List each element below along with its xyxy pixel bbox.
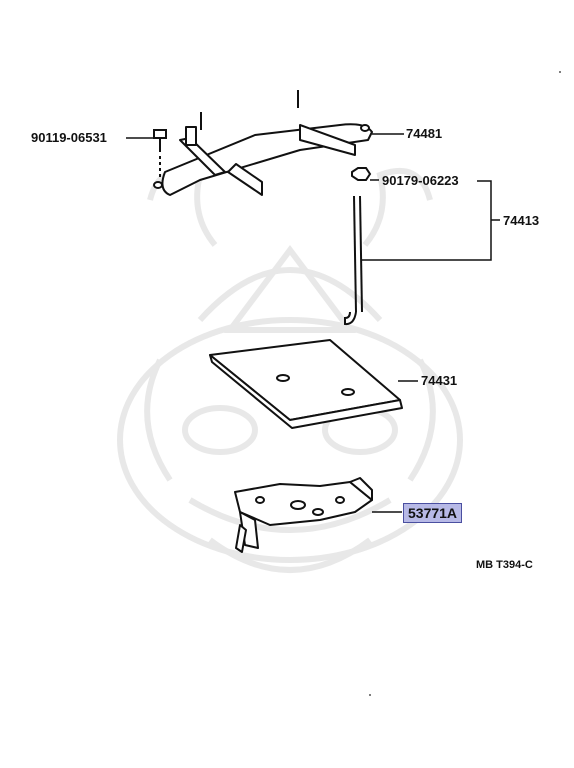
speck [369, 694, 371, 696]
label-bracket-53771A-highlighted[interactable]: 53771A [403, 503, 463, 523]
label-clamp-74481[interactable]: 74481 [406, 126, 443, 141]
label-nut-90179-06223[interactable]: 90179-06223 [382, 173, 459, 188]
rod-drawing [344, 167, 372, 326]
bracket-drawing [234, 477, 373, 553]
tray-drawing [209, 339, 403, 429]
bolt-drawing [153, 129, 167, 178]
watermark-emblem [117, 168, 463, 573]
label-tray-74431[interactable]: 74431 [421, 373, 458, 388]
label-bolt-90119-06531[interactable]: 90119-06531 [31, 130, 107, 145]
label-rod-74413[interactable]: 74413 [503, 213, 540, 228]
figure-reference-code: MB T394-C [476, 559, 533, 571]
leader-lines [126, 133, 500, 513]
speck [559, 71, 561, 73]
clamp-drawing [153, 90, 373, 196]
